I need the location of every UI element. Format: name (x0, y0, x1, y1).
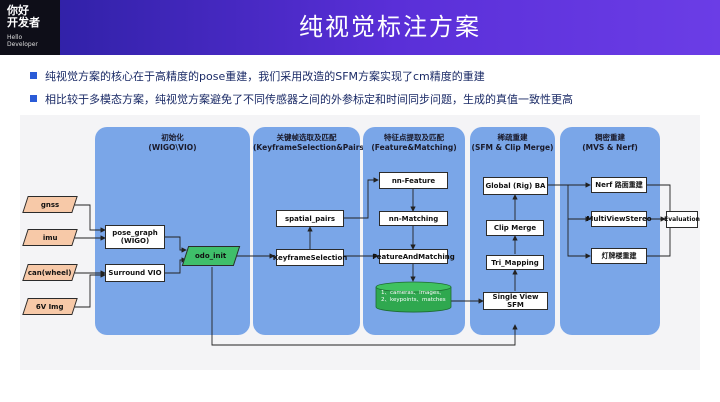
box-multiview-stereo: MultiViewStereo (586, 211, 652, 227)
stage-keyframe-title: 关键帧选取及匹配 (KeyframeSelection&Pairs) (253, 133, 368, 152)
box-single-view-sfm: Single View SFM (483, 292, 548, 310)
bullet-2: 相比较于多模态方案，纯视觉方案避免了不同传感器之间的外参标定和时间同步问题，生成… (30, 91, 573, 107)
bullet-1: 纯视觉方案的核心在于高精度的pose重建，我们采用改造的SFM方案实现了cm精度… (30, 68, 485, 84)
stage-dense: 稠密重建 (MVS & Nerf) (560, 127, 660, 335)
bullet-square-icon (30, 72, 37, 79)
stage-dense-title: 稠密重建 (MVS & Nerf) (582, 133, 638, 152)
box-surround-vio: Surround VIO (105, 264, 165, 282)
input-6v-img: 6V Img (22, 298, 78, 315)
input-6v-img-label: 6V Img (36, 302, 64, 311)
box-evaluation: Evaluation (664, 211, 700, 228)
input-can-wheel: can(wheel) (22, 264, 78, 281)
input-imu: imu (22, 229, 78, 246)
logo: 你好 开发者 Hello Developer (0, 0, 60, 55)
logo-title: 你好 开发者 (7, 4, 40, 29)
box-pose-graph: pose_graph (WIGO) (105, 225, 165, 249)
box-nn-feature: nn-Feature (379, 172, 448, 189)
stage-init-title: 初始化 (WIGO\VIO) (148, 133, 197, 152)
database-cylinder: 1、cameras、images、 2、keypoints、matches (375, 281, 452, 313)
input-can-wheel-label: can(wheel) (28, 268, 72, 277)
box-nerf: Nerf 路面重建 (591, 177, 647, 193)
box-odo-init: odo_init (181, 246, 241, 266)
bullet-1-text: 纯视觉方案的核心在于高精度的pose重建，我们采用改造的SFM方案实现了cm精度… (45, 70, 485, 83)
input-gnss-label: gnss (40, 200, 60, 209)
page-title: 纯视觉标注方案 (299, 13, 481, 41)
box-spatial-pairs: spatial_pairs (276, 210, 344, 227)
slide-header: 你好 开发者 Hello Developer 纯视觉标注方案 (0, 0, 720, 55)
stage-keyframe: 关键帧选取及匹配 (KeyframeSelection&Pairs) (253, 127, 368, 335)
watermark: 知乎 @小锅不能再胖了 (518, 370, 705, 390)
box-global-ba: Global (Rig) BA (483, 177, 548, 195)
input-imu-label: imu (42, 233, 58, 242)
input-gnss: gnss (22, 196, 78, 213)
database-label: 1、cameras、images、 2、keypoints、matches (381, 290, 446, 303)
box-feature-and-matching: FeatureAndMatching (372, 249, 455, 264)
arrow-connectors (72, 177, 671, 346)
box-keyframe-selection: KeyframeSelection (273, 249, 347, 266)
box-lidar-recon: 灯牌楼重建 (591, 248, 647, 264)
logo-subtitle: Hello Developer (7, 34, 38, 48)
box-tri-mapping: Tri_Mapping (486, 255, 544, 270)
stage-sparse-title: 稀疏重建 (SFM & Clip Merge) (471, 133, 554, 152)
box-clip-merge: Clip Merge (486, 220, 544, 236)
stage-feature-title: 特征点提取及匹配 (Feature&Matching) (371, 133, 457, 152)
bullet-2-text: 相比较于多模态方案，纯视觉方案避免了不同传感器之间的外参标定和时间同步问题，生成… (45, 93, 573, 106)
pipeline-diagram: 初始化 (WIGO\VIO) 关键帧选取及匹配 (KeyframeSelecti… (20, 115, 700, 370)
bullet-square-icon (30, 95, 37, 102)
odo-init-label: odo_init (195, 252, 227, 260)
box-nn-matching: nn-Matching (379, 211, 448, 226)
